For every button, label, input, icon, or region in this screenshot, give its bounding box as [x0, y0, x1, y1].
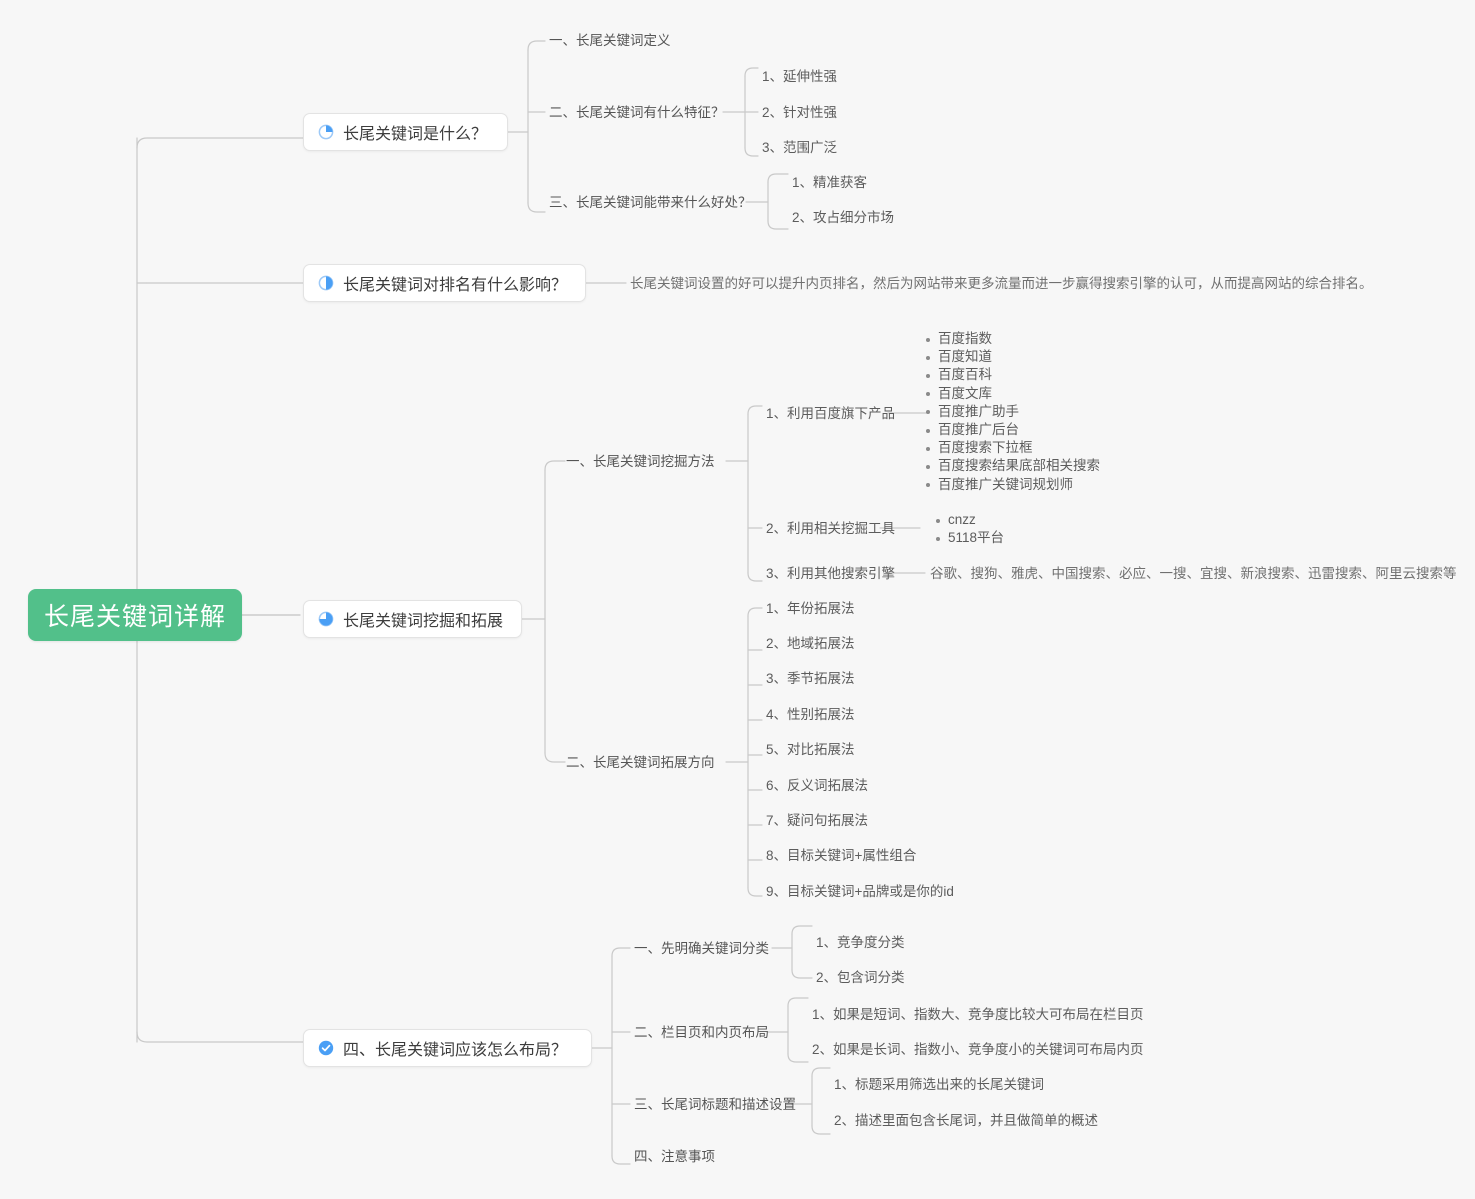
check-circle-icon: [318, 1040, 334, 1056]
list-item[interactable]: 百度推广助手: [926, 403, 1100, 421]
node-expansion-9[interactable]: 9、目标关键词+品牌或是你的id: [766, 884, 954, 899]
node-page-layout-2[interactable]: 2、如果是长词、指数小、竞争度小的关键词可布局内页: [812, 1042, 1144, 1057]
branch-node-ranking-effect[interactable]: 长尾关键词对排名有什么影响？: [303, 264, 586, 302]
node-notes[interactable]: 四、注意事项: [634, 1149, 715, 1164]
node-benefits[interactable]: 三、长尾关键词能带来什么好处？: [549, 195, 752, 210]
node-expansion-3[interactable]: 3、季节拓展法: [766, 671, 855, 686]
node-classification-1[interactable]: 1、竞争度分类: [816, 935, 905, 950]
node-mining-methods[interactable]: 一、长尾关键词挖掘方法: [566, 454, 715, 469]
branch-node-mining-expansion[interactable]: 长尾关键词挖掘和拓展: [303, 600, 522, 638]
list-item[interactable]: 百度推广关键词规划师: [926, 476, 1100, 494]
node-expansion-4[interactable]: 4、性别拓展法: [766, 707, 855, 722]
node-keyword-classification[interactable]: 一、先明确关键词分类: [634, 941, 769, 956]
list-item[interactable]: 5118平台: [935, 529, 1004, 547]
node-classification-2[interactable]: 2、包含词分类: [816, 970, 905, 985]
node-feature-1[interactable]: 1、延伸性强: [762, 69, 838, 84]
node-benefit-1[interactable]: 1、精准获客: [792, 175, 868, 190]
node-title-description-1[interactable]: 1、标题采用筛选出来的长尾关键词: [834, 1077, 1045, 1092]
node-expansion-1[interactable]: 1、年份拓展法: [766, 601, 855, 616]
list-item[interactable]: 百度文库: [926, 385, 1100, 403]
pie-quarter-icon: [318, 124, 334, 140]
node-features[interactable]: 二、长尾关键词有什么特征？: [549, 105, 725, 120]
node-expansion-directions[interactable]: 二、长尾关键词拓展方向: [566, 755, 715, 770]
node-expansion-2[interactable]: 2、地域拓展法: [766, 636, 855, 651]
branch-label: 四、长尾关键词应该怎么布局？: [343, 1042, 568, 1059]
list-item[interactable]: 百度指数: [926, 330, 1100, 348]
node-ranking-description[interactable]: 长尾关键词设置的好可以提升内页排名，然后为网站带来更多流量而进一步赢得搜索引擎的…: [630, 276, 1373, 291]
node-expansion-6[interactable]: 6、反义词拓展法: [766, 778, 869, 793]
branch-node-layout[interactable]: 四、长尾关键词应该怎么布局？: [303, 1029, 592, 1067]
node-feature-2[interactable]: 2、针对性强: [762, 105, 838, 120]
branch-label: 长尾关键词是什么？: [343, 126, 488, 143]
node-baidu-products[interactable]: 1、利用百度旗下产品: [766, 406, 896, 421]
list-item[interactable]: 百度搜索结果底部相关搜索: [926, 457, 1100, 475]
root-node[interactable]: 长尾关键词详解: [28, 589, 242, 641]
node-benefit-2[interactable]: 2、攻占细分市场: [792, 210, 895, 225]
list-baidu-products: 百度指数百度知道百度百科百度文库百度推广助手百度推广后台百度搜索下拉框百度搜索结…: [920, 330, 1100, 494]
list-item[interactable]: 百度百科: [926, 366, 1100, 384]
list-item[interactable]: cnzz: [935, 511, 1004, 529]
node-other-engines-list[interactable]: 谷歌、搜狗、雅虎、中国搜索、必应、一搜、宜搜、新浪搜索、迅雷搜索、阿里云搜索等: [930, 566, 1457, 581]
node-expansion-8[interactable]: 8、目标关键词+属性组合: [766, 848, 917, 863]
node-expansion-5[interactable]: 5、对比拓展法: [766, 742, 855, 757]
branch-label: 长尾关键词挖掘和拓展: [343, 613, 504, 630]
node-page-layout[interactable]: 二、栏目页和内页布局: [634, 1025, 769, 1040]
node-mining-tools[interactable]: 2、利用相关挖掘工具: [766, 521, 896, 536]
pie-three-quarter-icon: [318, 611, 334, 627]
pie-half-icon: [318, 275, 334, 291]
branch-label: 长尾关键词对排名有什么影响？: [343, 277, 568, 294]
node-title-description[interactable]: 三、长尾词标题和描述设置: [634, 1097, 796, 1112]
node-title-description-2[interactable]: 2、描述里面包含长尾词，并且做简单的概述: [834, 1113, 1099, 1128]
root-label: 长尾关键词详解: [43, 603, 226, 631]
node-definition[interactable]: 一、长尾关键词定义: [549, 33, 671, 48]
node-other-engines[interactable]: 3、利用其他搜索引擎: [766, 566, 896, 581]
list-item[interactable]: 百度推广后台: [926, 421, 1100, 439]
node-page-layout-1[interactable]: 1、如果是短词、指数大、竞争度比较大可布局在栏目页: [812, 1007, 1144, 1022]
node-expansion-7[interactable]: 7、疑问句拓展法: [766, 813, 869, 828]
list-item[interactable]: 百度知道: [926, 348, 1100, 366]
node-feature-3[interactable]: 3、范围广泛: [762, 140, 838, 155]
branch-node-what-is[interactable]: 长尾关键词是什么？: [303, 113, 508, 151]
list-item[interactable]: 百度搜索下拉框: [926, 439, 1100, 457]
